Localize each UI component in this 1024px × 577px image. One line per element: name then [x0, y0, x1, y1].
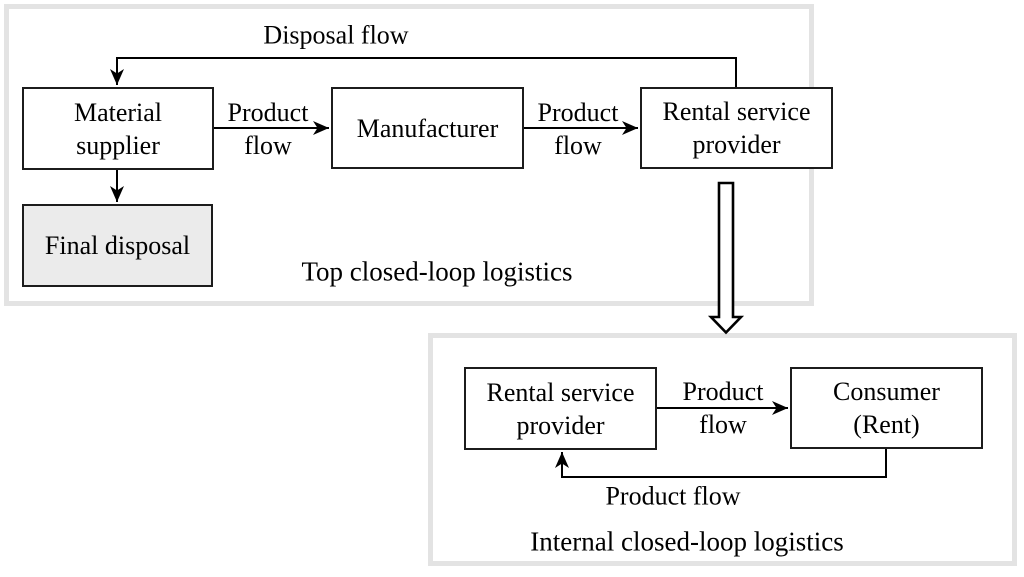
box-consumer-rent: Consumer (Rent) [790, 367, 983, 449]
box-rental-service-provider-internal: Rental service provider [464, 367, 657, 450]
product-flow-return-arrow [555, 449, 887, 478]
label-product-flow-manufacturer-rental: Product flow [537, 98, 619, 160]
label-product-flow-return: Product flow [605, 481, 741, 511]
box-manufacturer: Manufacturer [331, 87, 524, 169]
internal-closed-loop-panel [428, 333, 1017, 566]
internal-panel-title: Internal closed-loop logistics [530, 526, 844, 557]
box-material-supplier: Material supplier [22, 87, 214, 170]
label-product-flow-rental-consumer: Product flow [682, 377, 764, 439]
panel-transfer-double-arrow [707, 181, 745, 335]
label-product-flow-supplier-manufacturer: Product flow [227, 98, 309, 160]
label-disposal-flow: Disposal flow [263, 20, 409, 50]
box-final-disposal: Final disposal [22, 204, 213, 287]
disposal-flow-arrow [110, 57, 737, 87]
top-panel-title: Top closed-loop logistics [301, 256, 573, 287]
box-rental-service-provider-top: Rental service provider [640, 87, 833, 169]
